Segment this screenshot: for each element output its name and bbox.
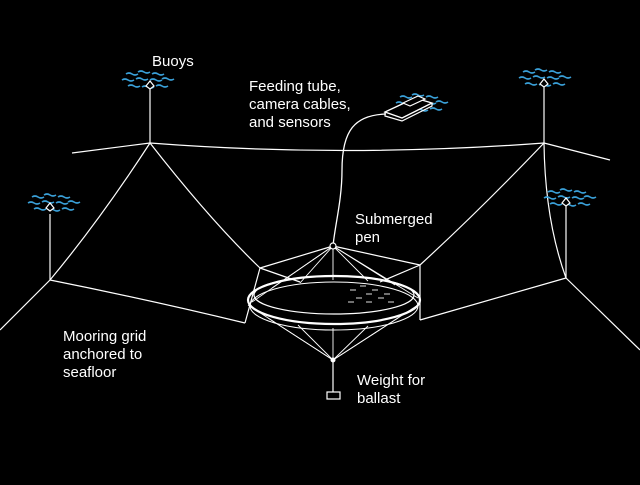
submerged-pen-label: Submerged pen <box>355 211 433 246</box>
feeding-tube-label: Feeding tube, camera cables, and sensors <box>249 78 351 131</box>
fish-school-icon <box>348 285 394 303</box>
mooring-grid-label: Mooring grid anchored to seafloor <box>63 328 147 381</box>
feeding-boat-icon <box>383 93 449 122</box>
ballast-weight-icon <box>326 360 341 400</box>
buoy-icon <box>27 193 81 212</box>
buoy-icon <box>543 188 597 207</box>
buoys-label: Buoys <box>152 53 194 70</box>
buoy-icon <box>518 68 572 88</box>
mooring-grid <box>0 86 640 351</box>
weight-label: Weight for ballast <box>357 372 426 407</box>
feeding-tube <box>332 113 387 247</box>
submerged-pen-icon <box>246 242 422 363</box>
buoy-icon <box>121 70 175 90</box>
